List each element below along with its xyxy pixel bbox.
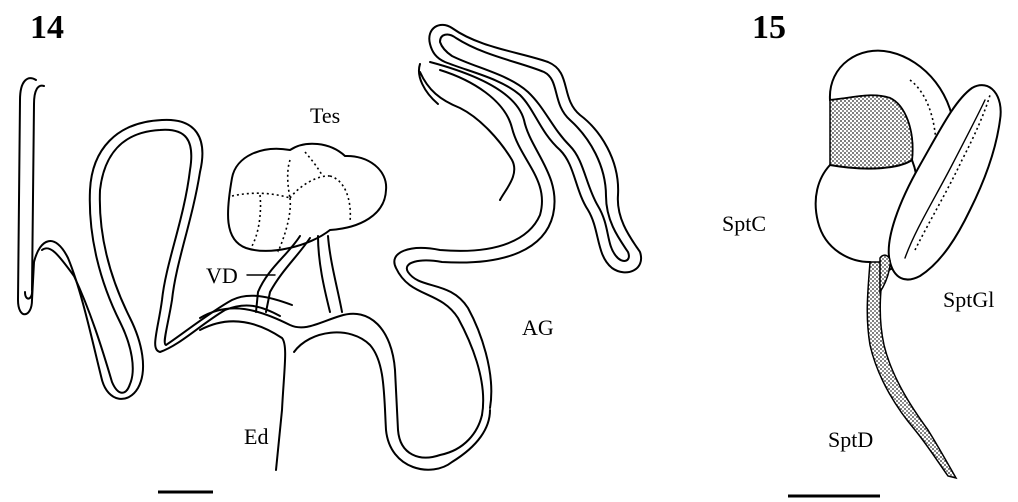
label-tes: Tes: [310, 103, 340, 128]
duct-junction: [880, 255, 890, 292]
figure-15-number: 15: [752, 9, 786, 46]
vas-deferens-right: [318, 236, 342, 312]
label-ed: Ed: [244, 424, 268, 449]
testis: [228, 144, 386, 251]
stippled-neck: [830, 95, 913, 168]
figure-15: 15 SptC SptGl SptD: [722, 9, 1001, 496]
label-sptgl: SptGl: [943, 287, 994, 312]
right-tube-inner: [407, 62, 555, 408]
right-tube-outer: [394, 70, 542, 415]
label-sptc: SptC: [722, 211, 766, 236]
figure-14: 14 Tes VD AG Ed: [18, 9, 641, 492]
albumen-tube-loop: [419, 64, 514, 200]
label-vd: VD: [206, 263, 238, 288]
label-sptd: SptD: [828, 427, 873, 452]
ejaculatory-duct-outer: [200, 308, 482, 457]
label-ag: AG: [522, 315, 554, 340]
figure-14-number: 14: [30, 9, 64, 46]
